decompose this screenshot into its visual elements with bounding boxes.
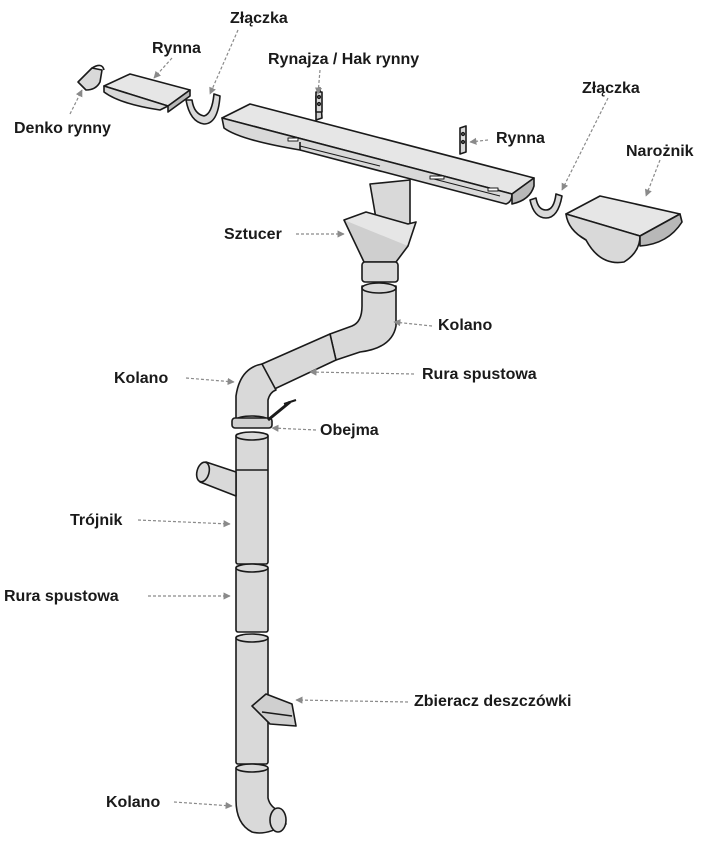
label-denko-rynny: Denko rynny	[14, 120, 111, 137]
right-connector-part	[529, 193, 563, 219]
label-rynna-right: Rynna	[496, 130, 545, 147]
label-rynna-left: Rynna	[152, 40, 201, 57]
label-kolano-middle: Kolano	[114, 370, 169, 387]
lower-pipe-assembly	[235, 563, 269, 765]
label-naroznik: Narożnik	[626, 143, 694, 160]
label-rura-spustowa-upper: Rura spustowa	[422, 366, 537, 383]
label-kolano-upper: Kolano	[438, 317, 493, 334]
end-cap-part	[77, 64, 105, 91]
left-connector-part	[185, 93, 221, 125]
label-obejma: Obejma	[320, 422, 379, 439]
label-zlaczka-left: Złączka	[230, 10, 288, 27]
label-zbieracz-deszczowki: Zbieracz deszczówki	[414, 693, 572, 710]
collector-part	[251, 693, 297, 727]
small-gutter-part	[103, 73, 191, 113]
long-gutter-part	[221, 103, 535, 205]
label-kolano-bottom: Kolano	[106, 794, 161, 811]
label-sztucer: Sztucer	[224, 226, 282, 243]
label-trojnik: Trójnik	[70, 512, 123, 529]
bottom-elbow-part	[235, 763, 287, 834]
upper-pipe-assembly	[235, 282, 397, 425]
label-zlaczka-right: Złączka	[582, 80, 640, 97]
outlet-part	[343, 179, 417, 283]
label-rura-spustowa-lower: Rura spustowa	[4, 588, 119, 605]
label-hak-rynny: Rynajza / Hak rynny	[268, 51, 420, 68]
leader-lines	[69, 29, 661, 810]
bracket-part	[231, 399, 297, 429]
tee-part	[195, 431, 269, 565]
corner-part	[565, 195, 683, 264]
